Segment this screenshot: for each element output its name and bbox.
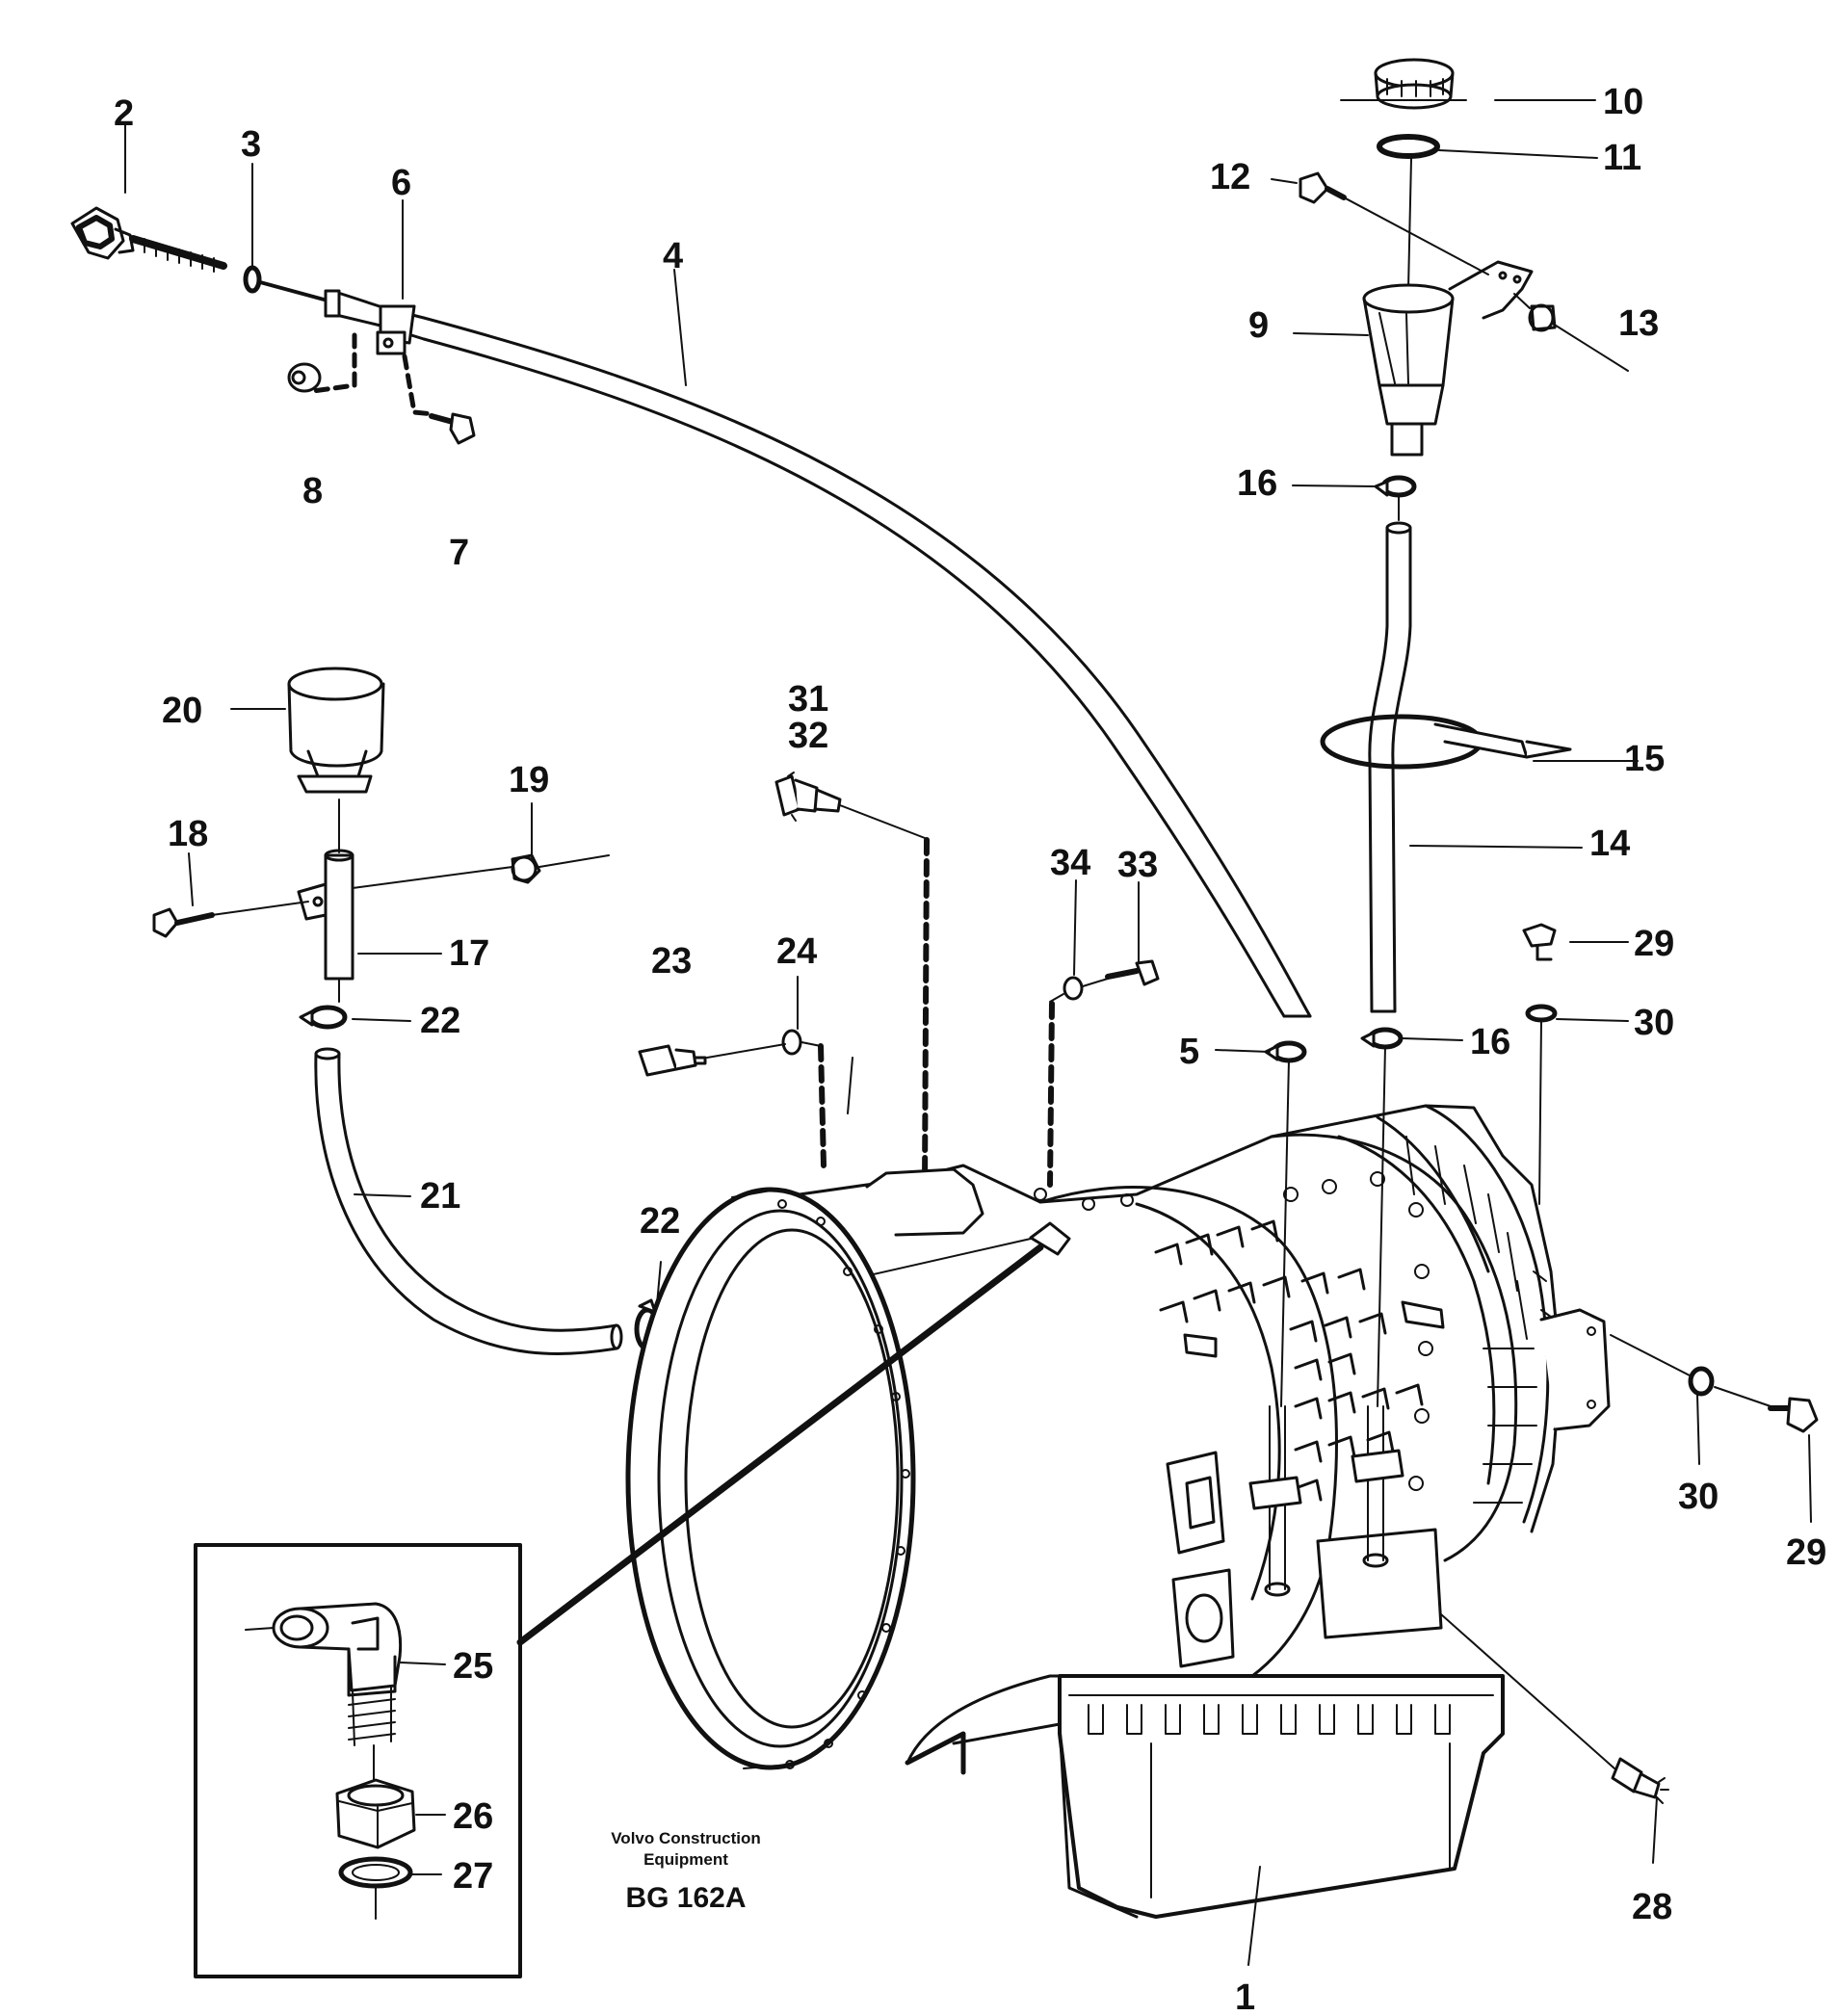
callout-21: 21 [420, 1176, 460, 1217]
washer-part-30-lower [1610, 1334, 1715, 1397]
elbow-fitting-part-25 [245, 1602, 403, 1783]
drawing-code: BG 162A [625, 1882, 746, 1914]
nut-part-26 [335, 1778, 416, 1849]
callout-29-lower: 29 [1786, 1532, 1826, 1573]
seal-ring-part-27 [338, 1856, 413, 1920]
callout-34: 34 [1050, 843, 1090, 883]
callout-23: 23 [651, 941, 692, 982]
callout-labels: 2 3 6 4 8 7 10 11 12 13 9 16 15 14 20 19… [114, 82, 1826, 2016]
callout-31: 31 [788, 679, 828, 720]
breather-hose-part-21 [314, 1047, 623, 1356]
washer-part-24 [706, 1029, 827, 1168]
tee-fitting-part-17 [297, 849, 354, 1003]
callout-20: 20 [162, 691, 202, 731]
transmission-housing-part-1 [625, 1045, 1611, 1919]
hose-clamp-part-16-upper [1374, 475, 1417, 498]
callout-10: 10 [1603, 82, 1643, 122]
callout-22-lower: 22 [640, 1201, 680, 1242]
plug-part-29-upper [1522, 923, 1557, 961]
hose-clamp-part-16-lower [1360, 1027, 1404, 1050]
washer-part-30-upper [1525, 1004, 1558, 1205]
credit-division: Equipment [643, 1850, 728, 1869]
breather-hose-part-14 [1368, 521, 1412, 1013]
callout-25: 25 [453, 1646, 493, 1687]
nut-part-13 [1513, 293, 1629, 372]
callout-11: 11 [1603, 138, 1641, 178]
callout-28: 28 [1632, 1887, 1672, 1927]
callout-12: 12 [1210, 157, 1250, 197]
o-ring-part-3 [243, 265, 262, 294]
callout-1: 1 [1235, 1977, 1255, 2016]
callout-9: 9 [1248, 305, 1269, 346]
callout-18: 18 [168, 814, 208, 854]
filler-neck-part-9 [1362, 283, 1455, 457]
nut-part-8 [287, 362, 322, 393]
callout-6: 6 [391, 163, 411, 203]
callout-33: 33 [1117, 845, 1158, 885]
callout-32: 32 [788, 716, 828, 756]
credit-company: Volvo Construction [611, 1829, 761, 1847]
sensor-part-23 [638, 1044, 707, 1077]
filler-cap-part-10 [1374, 58, 1455, 110]
leader-lines [124, 99, 1812, 1966]
hose-clamp-part-22-upper [299, 1005, 348, 1030]
callout-2: 2 [114, 93, 134, 134]
screw-part-12 [1299, 171, 1489, 275]
callout-19: 19 [509, 760, 549, 800]
screw-part-7 [429, 412, 476, 445]
nut-part-19 [352, 853, 610, 889]
cap-axis-line [1407, 158, 1412, 290]
breather-filter-part-20 [287, 667, 385, 794]
hose-clamp-part-5 [1264, 1040, 1307, 1063]
cable-tie-part-15 [1320, 714, 1572, 770]
callout-14: 14 [1589, 824, 1630, 864]
callout-5: 5 [1179, 1032, 1199, 1072]
clip-bracket-part-6 [310, 304, 436, 417]
detail-inset-box [194, 1244, 1044, 1978]
washer-part-34 [1047, 976, 1084, 1188]
dipstick-tube-part-4 [324, 289, 1312, 1018]
callout-30-upper: 30 [1634, 1003, 1674, 1043]
callout-4: 4 [663, 236, 683, 276]
callout-8: 8 [302, 471, 323, 511]
sensor-part-31-32 [774, 772, 930, 1188]
dipstick-handle-part-2 [70, 206, 227, 273]
callout-30-lower: 30 [1678, 1477, 1719, 1517]
callout-15: 15 [1624, 739, 1665, 779]
callout-17: 17 [449, 933, 489, 974]
callout-16-lower: 16 [1470, 1022, 1510, 1062]
screw-part-33 [1082, 959, 1160, 987]
drawing-credit: Volvo Construction Equipment BG 162A [611, 1829, 761, 1914]
callout-7: 7 [449, 533, 469, 573]
dipstick-rod [258, 280, 329, 302]
temperature-sensor-part-28 [1423, 1598, 1669, 1804]
callout-24: 24 [776, 931, 817, 972]
plug-part-29-lower [1714, 1386, 1819, 1433]
screw-part-18 [152, 901, 309, 938]
callout-3: 3 [241, 124, 261, 165]
gasket-part-11 [1377, 134, 1440, 159]
callout-16-upper: 16 [1237, 463, 1277, 504]
bracket-part-filler [1448, 260, 1534, 320]
callout-26: 26 [453, 1796, 493, 1837]
callout-22-upper: 22 [420, 1001, 460, 1041]
callout-27: 27 [453, 1856, 493, 1897]
callout-29-upper: 29 [1634, 924, 1674, 964]
callout-13: 13 [1618, 303, 1659, 344]
